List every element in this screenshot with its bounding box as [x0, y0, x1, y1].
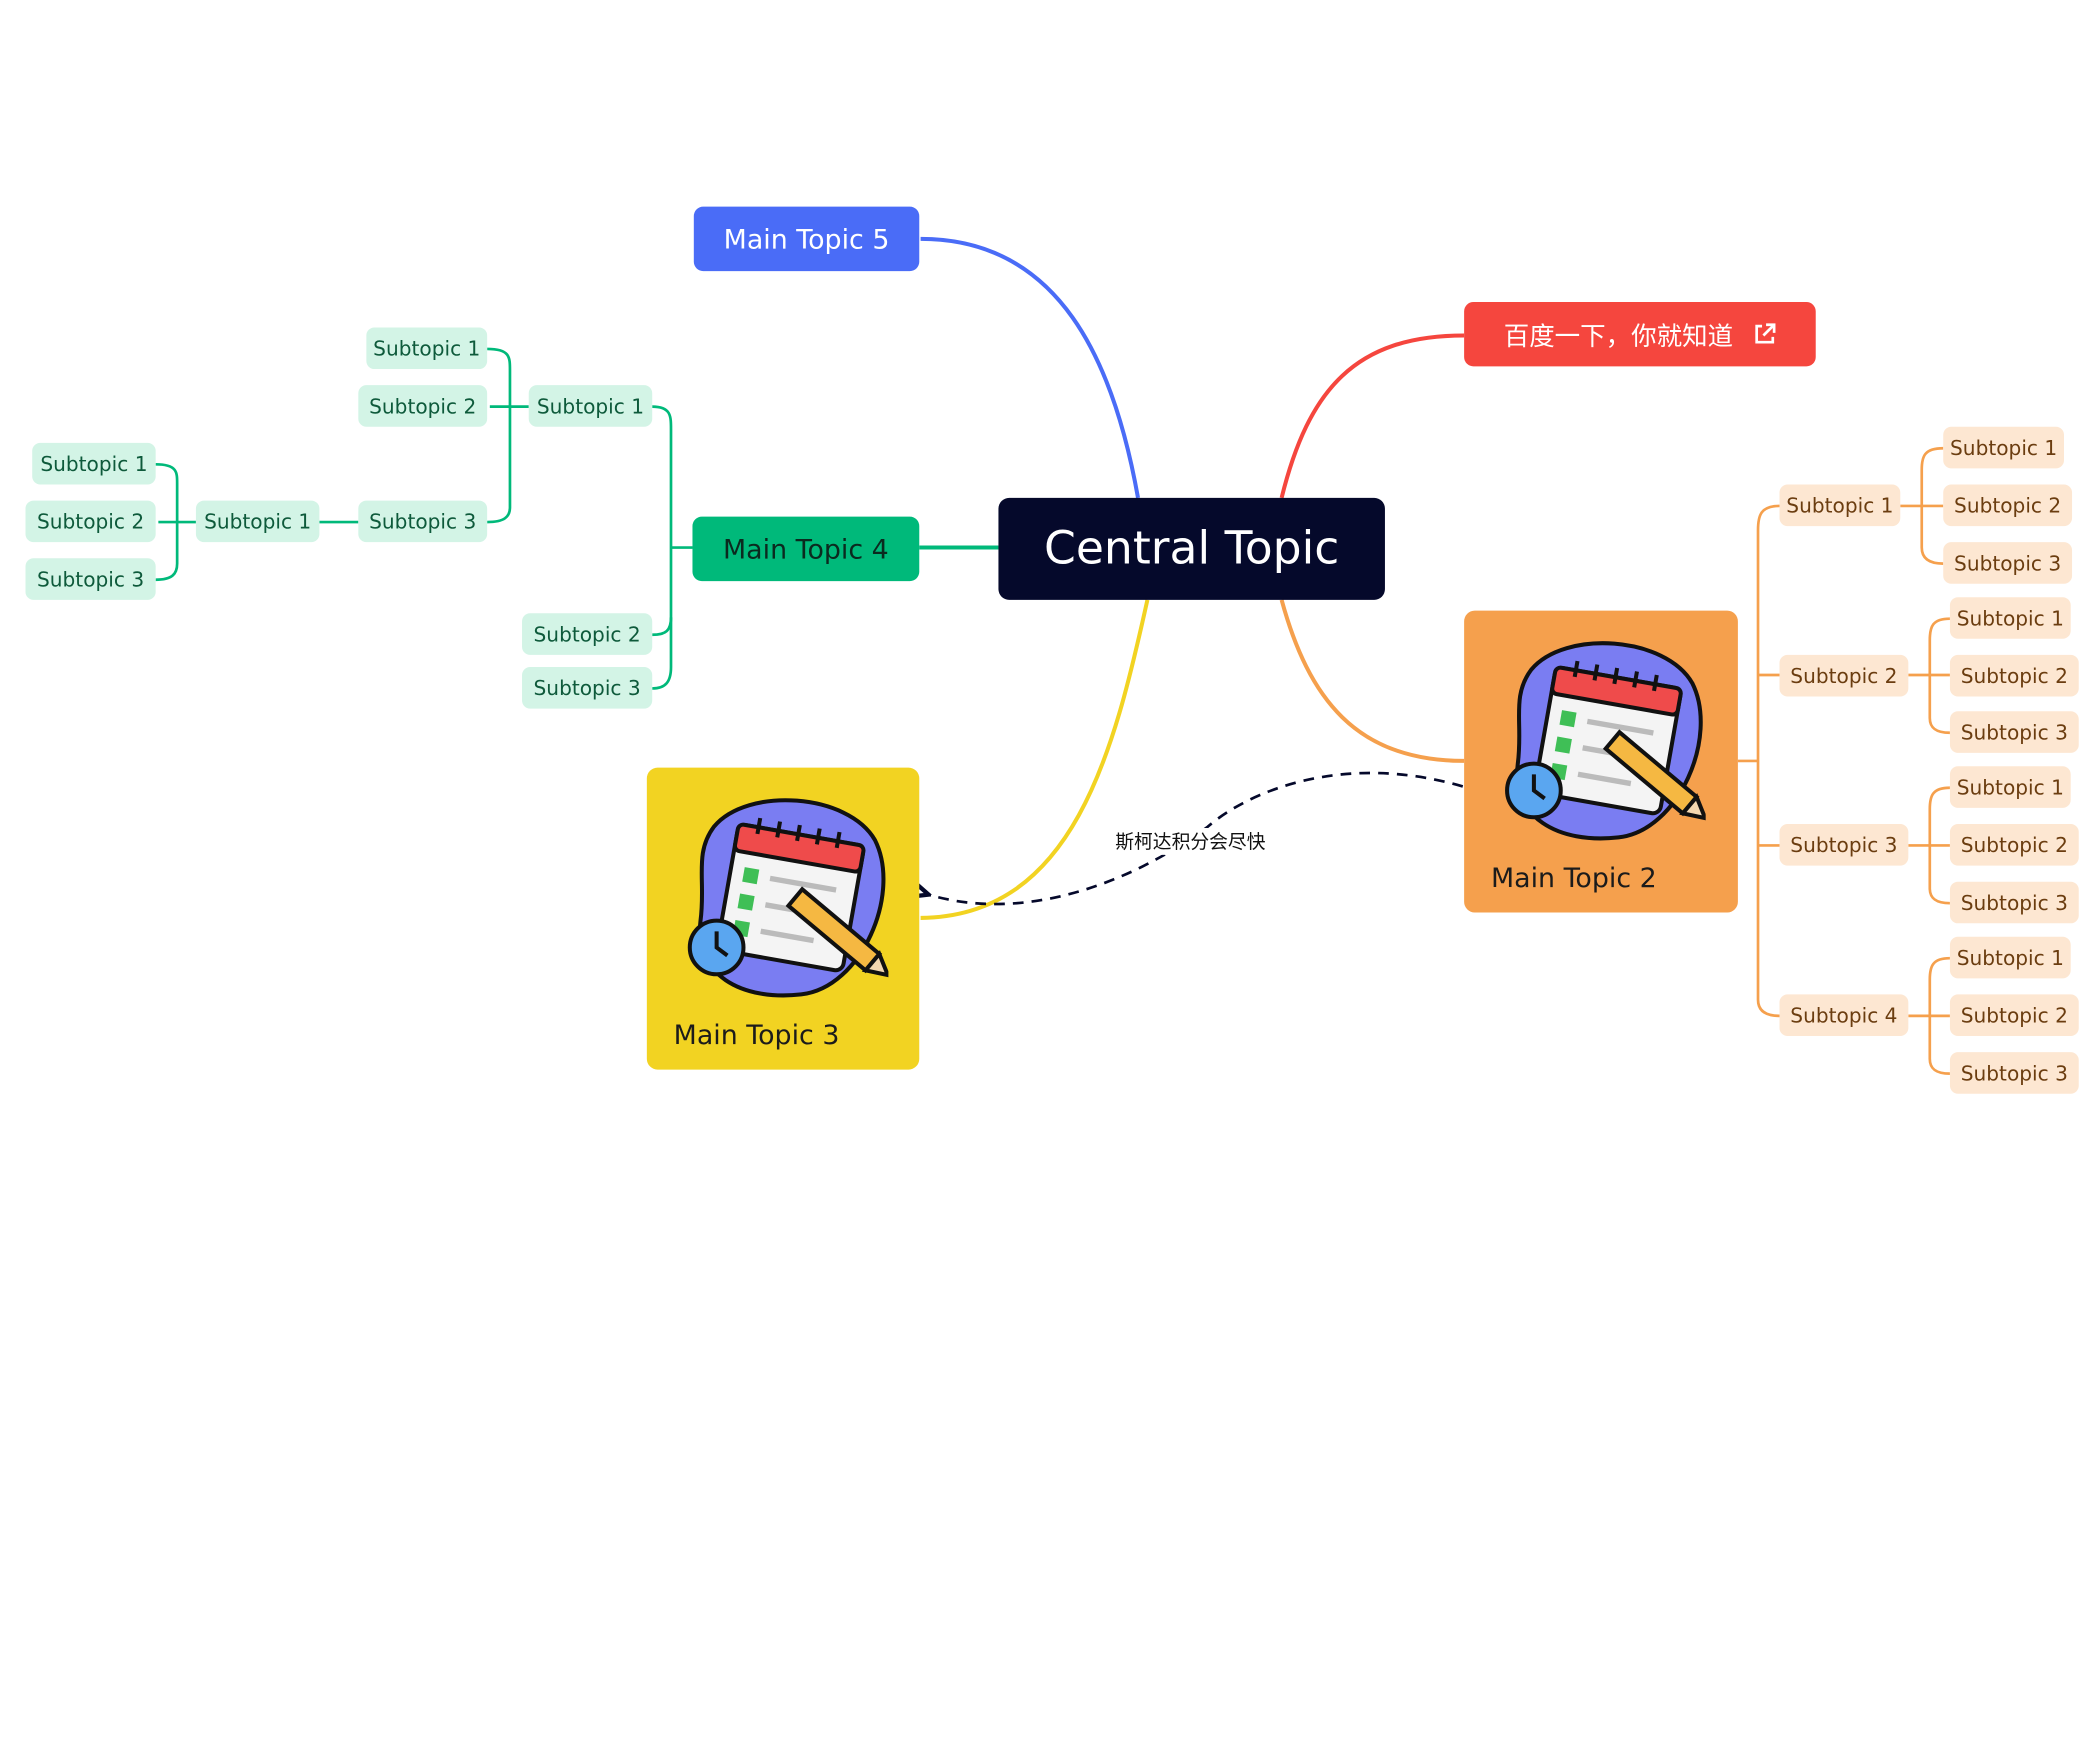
subtopic[interactable]: Subtopic 1: [1943, 426, 2064, 469]
main-topic-5[interactable]: Main Topic 5: [693, 206, 920, 272]
link-mt5: [920, 236, 1140, 499]
central-topic[interactable]: Central Topic: [998, 497, 1385, 600]
subtopic[interactable]: Subtopic 1: [366, 327, 488, 370]
subtopic[interactable]: Subtopic 1: [528, 385, 653, 427]
main-topic-5-label: Main Topic 5: [723, 222, 890, 255]
subtopic[interactable]: Subtopic 2: [1943, 484, 2073, 527]
connector-lines: [155, 236, 1950, 1075]
external-link-icon[interactable]: [1752, 322, 1776, 346]
main-topic-3-label: Main Topic 3: [673, 1018, 840, 1051]
subtopic[interactable]: Subtopic 2: [1949, 994, 2079, 1037]
main-topic-1-link[interactable]: 百度一下，你就知道: [1464, 301, 1816, 367]
subtopic[interactable]: Subtopic 3: [522, 666, 653, 709]
relationship-line[interactable]: [926, 771, 1464, 906]
subtopic[interactable]: Subtopic 1: [32, 442, 156, 485]
subtopic[interactable]: Subtopic 2: [1949, 654, 2079, 697]
link-mt3: [920, 599, 1150, 920]
subtopic[interactable]: Subtopic 2: [1779, 654, 1909, 697]
subtopic[interactable]: Subtopic 1: [195, 500, 320, 543]
subtopic[interactable]: Subtopic 3: [1779, 823, 1909, 866]
main-topic-2-label: Main Topic 2: [1490, 861, 1657, 894]
main-topic-3[interactable]: Main Topic 3: [646, 767, 920, 1070]
subtopic[interactable]: Subtopic 3: [1949, 1052, 2079, 1094]
link-mt1: [1279, 333, 1465, 499]
subtopic[interactable]: Subtopic 2: [358, 385, 488, 427]
subtopic[interactable]: Subtopic 2: [1949, 823, 2079, 866]
subtopic[interactable]: Subtopic 1: [1949, 936, 2071, 979]
subtopic[interactable]: Subtopic 2: [25, 500, 156, 543]
subtopic[interactable]: Subtopic 1: [1949, 597, 2071, 639]
subtopic[interactable]: Subtopic 3: [1949, 711, 2079, 753]
main-topic-4[interactable]: Main Topic 4: [692, 516, 920, 582]
subtopic[interactable]: Subtopic 3: [1943, 542, 2073, 584]
subtopic[interactable]: Subtopic 4: [1779, 994, 1909, 1037]
link-mt2: [1279, 599, 1465, 763]
subtopic[interactable]: Subtopic 1: [1949, 766, 2071, 808]
subtopic[interactable]: Subtopic 1: [1779, 484, 1901, 527]
relationship-label[interactable]: 斯柯达积分会尽快: [1112, 828, 1269, 855]
subtopic[interactable]: Subtopic 3: [1949, 881, 2079, 924]
main-topic-2[interactable]: Main Topic 2: [1464, 610, 1738, 913]
central-topic-label: Central Topic: [1043, 522, 1340, 576]
subtopic[interactable]: Subtopic 3: [358, 500, 488, 543]
subtopic[interactable]: Subtopic 3: [25, 558, 156, 600]
main-topic-4-label: Main Topic 4: [723, 532, 889, 565]
subtopic[interactable]: Subtopic 2: [522, 613, 653, 655]
main-topic-1-label: 百度一下，你就知道: [1503, 321, 1734, 351]
calendar-checklist-icon: [1505, 641, 1706, 841]
calendar-checklist-icon: [687, 798, 889, 998]
